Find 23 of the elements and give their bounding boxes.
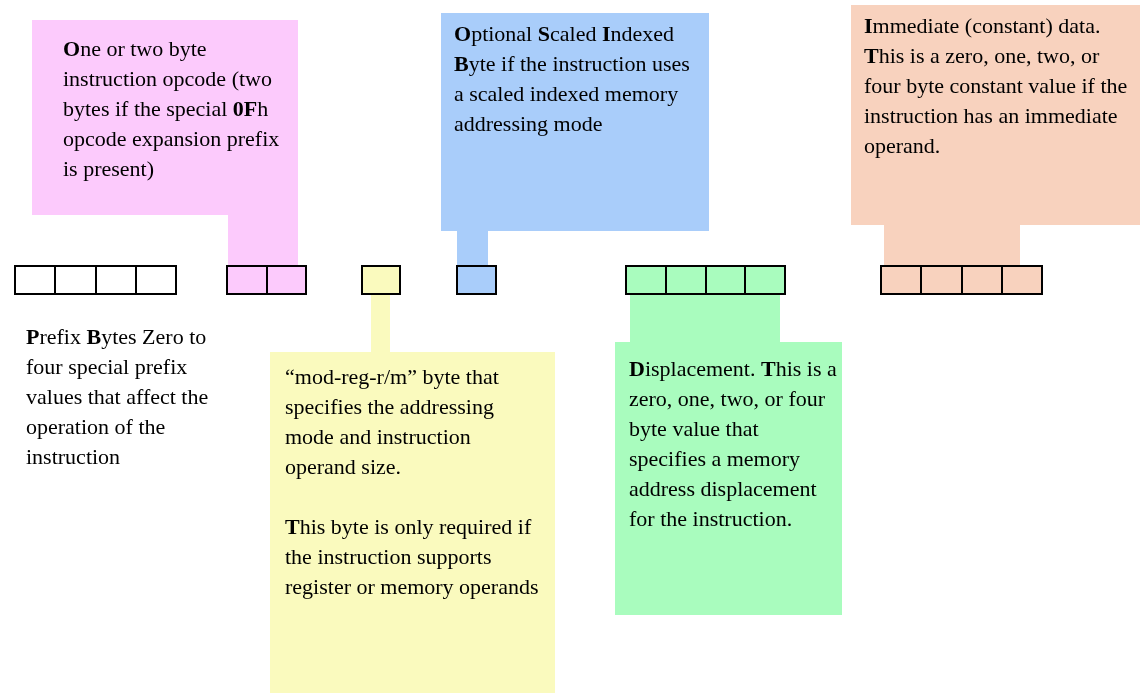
callout-box — [270, 352, 555, 693]
byte-field — [456, 265, 497, 295]
byte-field — [14, 265, 177, 295]
callout-text: “mod-reg-r/m” byte that specifies the addressing mode and instruction operand size. — [285, 363, 500, 481]
callout-text: Displacement. This is a zero, one, two, or four byte value that specifies a memory address displacement for the instruction. — [629, 355, 838, 533]
byte-field — [880, 265, 1043, 295]
connector-band — [228, 215, 298, 265]
callout-box — [851, 5, 1140, 225]
connector-band — [630, 295, 780, 342]
callout-box — [32, 20, 298, 215]
connector-band — [884, 225, 1020, 265]
byte-field — [361, 265, 401, 295]
field-description: Prefix Bytes Zero to four special prefix values that affect the operation of the instruction — [26, 323, 210, 471]
callout-box — [615, 342, 842, 615]
callout-text: Optional Scaled Indexed Byte if the instruction uses a scaled indexed memory addressing mode — [454, 20, 691, 138]
byte-field — [625, 265, 786, 295]
callout-text: One or two byte instruction opcode (two bytes if the special 0Fh opcode expansion prefix is present) — [63, 35, 281, 183]
connector-band — [457, 231, 488, 265]
callout-text: Immediate (constant) data. This is a zero, one, two, or four byte constant value if the instruction has an immediate operand. — [864, 12, 1129, 160]
connector-band — [371, 295, 390, 352]
byte-field — [226, 265, 307, 295]
callout-box — [441, 13, 709, 231]
callout-text: This byte is only required if the instruction supports register or memory operands — [285, 513, 540, 601]
